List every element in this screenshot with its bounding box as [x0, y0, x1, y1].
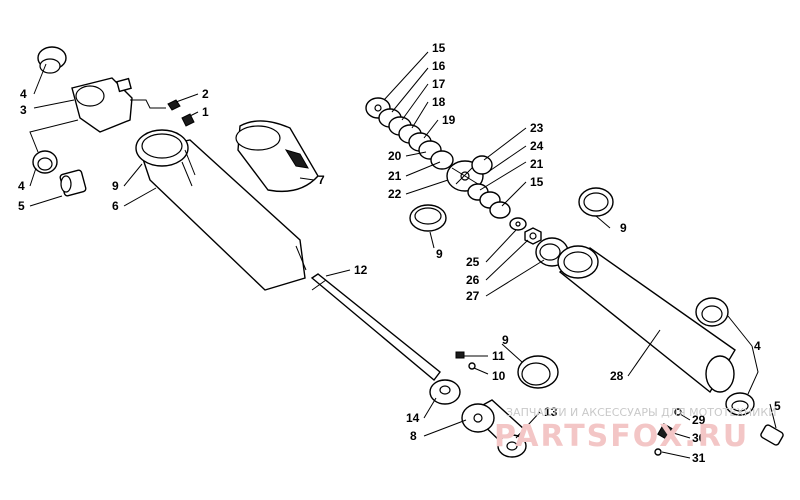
callout-18: 18: [432, 95, 446, 109]
callout-29: 29: [692, 413, 706, 427]
part-4-bushing-right: [695, 297, 729, 327]
part-9-ring-mid: [409, 204, 447, 232]
part-7-cover: [235, 120, 319, 193]
callout-5: 5: [18, 199, 25, 213]
callout-27: 27: [466, 289, 480, 303]
callout-31: 31: [692, 451, 706, 465]
part-6-shock-body: [135, 129, 307, 291]
callout-22: 22: [388, 187, 402, 201]
callout-17: 17: [432, 77, 446, 91]
part-9-ring-bottom: [517, 355, 559, 389]
callout-6: 6: [112, 199, 119, 213]
callout-2: 2: [202, 87, 209, 101]
part-23-shim: [471, 155, 493, 175]
callout-14: 14: [406, 411, 420, 425]
callout-9: 9: [436, 247, 443, 261]
callout-21: 21: [530, 157, 544, 171]
part-30-fitting: [657, 423, 675, 441]
callout-21: 21: [388, 169, 402, 183]
callout-13: 13: [544, 405, 558, 419]
part-4-bushing-left: [32, 150, 58, 174]
part-28-reservoir: [557, 245, 736, 394]
part-10-ball: [468, 362, 476, 370]
callout-9: 9: [112, 179, 119, 193]
shim-stack-lower: [467, 183, 511, 219]
part-26-nut: [524, 227, 542, 245]
part-14-washer: [429, 379, 461, 405]
callout-labels: 4 3 2 1 4 5 9 6 7 12 15 16 17 18 19 20 2…: [18, 41, 781, 465]
part-3-eyelet: [71, 77, 133, 133]
callout-4: 4: [20, 87, 27, 101]
callout-3: 3: [20, 103, 27, 117]
part-4-bushing-lower-right: [725, 392, 755, 416]
callout-20: 20: [388, 149, 402, 163]
part-29-ball: [674, 408, 682, 416]
leader-lines: [29, 51, 777, 459]
part-4-bushing-top: [37, 46, 67, 74]
callout-30: 30: [692, 431, 706, 445]
callout-25: 25: [466, 255, 480, 269]
part-25-washer: [509, 217, 527, 231]
callout-4: 4: [754, 339, 761, 353]
part-1-valve-cap: [181, 113, 195, 127]
callout-8: 8: [410, 429, 417, 443]
callout-5: 5: [774, 399, 781, 413]
callout-23: 23: [530, 121, 544, 135]
callout-9: 9: [620, 221, 627, 235]
callout-7: 7: [318, 173, 325, 187]
callout-15: 15: [432, 41, 446, 55]
callout-11: 11: [492, 349, 505, 363]
callout-15: 15: [530, 175, 544, 189]
part-31-cap: [654, 448, 662, 456]
callout-4: 4: [18, 179, 25, 193]
watermark-tagline: ЗАПЧАСТИ И АКСЕССУАРЫ ДЛЯ МОТОТЕХНИКИ: [506, 406, 776, 419]
callout-1: 1: [202, 105, 209, 119]
watermark: ЗАПЧАСТИ И АКСЕССУАРЫ ДЛЯ МОТОТЕХНИКИ PA…: [494, 406, 776, 454]
part-5-sleeve-right: [760, 424, 784, 446]
shim-stack: [365, 97, 454, 170]
callout-12: 12: [354, 263, 368, 277]
callout-24: 24: [530, 139, 544, 153]
part-2-valve-fitting: [167, 99, 181, 111]
part-9-ring-right: [578, 187, 614, 217]
part-13-disk: [497, 434, 527, 458]
callout-26: 26: [466, 273, 480, 287]
callout-9: 9: [502, 333, 509, 347]
callout-28: 28: [610, 369, 624, 383]
part-12-shaft: [310, 273, 441, 382]
callout-16: 16: [432, 59, 446, 73]
part-11-screw: [455, 351, 465, 359]
callout-10: 10: [492, 369, 506, 383]
watermark-logo: PARTSFOX.RU: [494, 419, 749, 454]
callout-19: 19: [442, 113, 456, 127]
part-5-sleeve-left: [59, 169, 87, 197]
